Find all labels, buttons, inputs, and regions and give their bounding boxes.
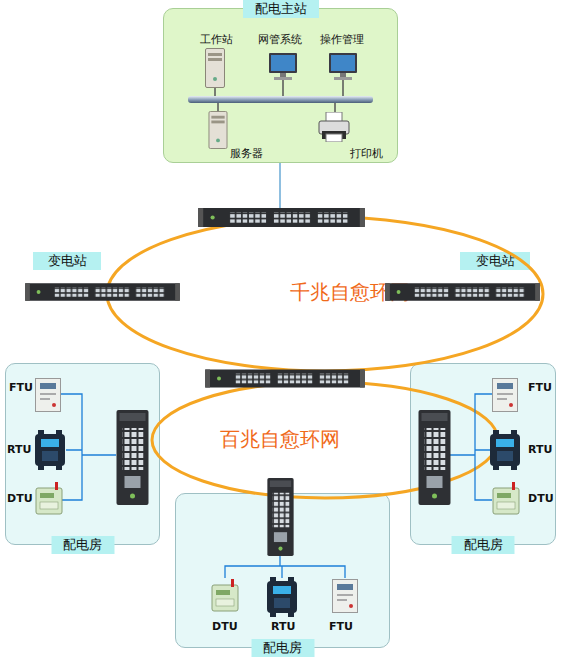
- node-heading: 配电房: [51, 536, 114, 554]
- ftu-device: [333, 580, 358, 613]
- workstation-icon: [206, 49, 225, 88]
- ring-switch: [25, 283, 180, 300]
- ring-title: 百兆自愈环网: [220, 426, 340, 453]
- dtu-device: [493, 482, 519, 514]
- device-wire: [450, 394, 492, 500]
- monitor-icon: [269, 53, 297, 80]
- host-label: 工作站: [200, 32, 233, 47]
- ring-network: 百兆自愈环网: [150, 380, 500, 500]
- tag-text: 变电站: [476, 252, 515, 270]
- device-label: RTU: [528, 443, 552, 456]
- host-link: [334, 102, 336, 114]
- host-label: 操作管理: [320, 32, 364, 47]
- lan-bus: [188, 96, 373, 103]
- device-wire: [60, 394, 116, 500]
- host-label: 服务器: [230, 146, 263, 161]
- ftu-device: [36, 379, 61, 412]
- ring-ellipse: [107, 217, 543, 371]
- host-link: [342, 80, 344, 99]
- industrial-switch: [419, 410, 451, 505]
- industrial-switch: [117, 410, 149, 505]
- device-label: FTU: [329, 620, 353, 633]
- tag-text: 变电站: [48, 252, 87, 270]
- host-link: [217, 102, 219, 112]
- device-label: RTU: [271, 620, 295, 633]
- dtu-device: [36, 482, 62, 514]
- device-wire: [225, 555, 345, 578]
- monitor-icon: [329, 53, 357, 80]
- device-label: DTU: [212, 620, 238, 633]
- printer-icon: [319, 112, 349, 142]
- device-label: RTU: [7, 443, 31, 456]
- device-label: FTU: [9, 381, 33, 394]
- industrial-switch: [267, 478, 293, 556]
- host-link: [214, 88, 216, 99]
- dtu-device: [212, 579, 238, 611]
- device-label: FTU: [528, 381, 552, 394]
- device-label: DTU: [7, 492, 33, 505]
- ftu-device: [493, 379, 518, 412]
- uplink-wire: [279, 163, 281, 209]
- rtu-device: [35, 430, 65, 470]
- node-heading: 配电房: [251, 639, 314, 657]
- ring-switch: [385, 283, 540, 300]
- ring-switch: [205, 370, 365, 388]
- ring-switch: [198, 208, 365, 227]
- ring-network: 千兆自愈环网: [105, 215, 545, 373]
- node-heading: 配电房: [452, 536, 515, 554]
- host-label: 打印机: [350, 146, 383, 161]
- node-heading: 配电主站: [243, 0, 319, 18]
- device-label: DTU: [528, 492, 554, 505]
- host-label: 网管系统: [258, 32, 302, 47]
- server-icon: [209, 111, 227, 148]
- substation-tag: 变电站: [33, 252, 101, 270]
- master-station-box: 配电主站: [163, 8, 398, 163]
- rtu-device: [267, 577, 297, 617]
- host-link: [282, 80, 284, 99]
- rtu-device: [490, 430, 520, 470]
- ring-title: 千兆自愈环网: [290, 279, 410, 306]
